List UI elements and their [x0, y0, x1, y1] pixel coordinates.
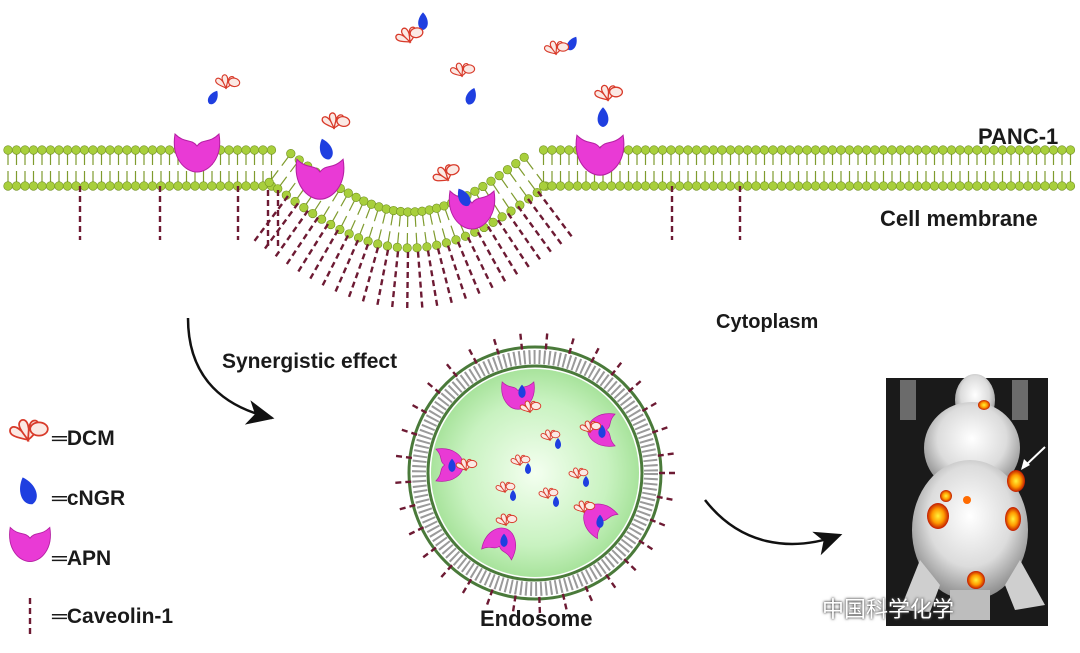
cell-line-label: PANC-1 [978, 124, 1059, 149]
endosome-caveolins [395, 333, 675, 613]
imaging-arrow [704, 499, 843, 556]
cytoplasm-label: Cytoplasm [716, 311, 819, 333]
legend-dcm-label: ═DCM [52, 427, 115, 450]
endosome-contents [435, 381, 619, 561]
cngr-icon [20, 477, 37, 505]
mouse-fluorescence-image [886, 374, 1048, 626]
membrane-receptor-complexes [173, 84, 625, 230]
dcm-icon [9, 419, 49, 443]
legend-caveolin-label: ═Caveolin-1 [52, 605, 174, 628]
legend-cngr-label: ═cNGR [52, 487, 126, 510]
synergistic-arrow [186, 317, 275, 425]
endosome-label: Endosome [480, 606, 593, 631]
legend-apn-label: ═APN [52, 547, 112, 570]
free-ligands [207, 12, 577, 105]
watermark: 中国科学化学 [822, 598, 955, 623]
caveolin-markers [78, 186, 742, 310]
cell-membrane-label: Cell membrane [880, 206, 1038, 231]
apn-icon [9, 526, 51, 563]
synergistic-effect-label: Synergistic effect [222, 350, 398, 373]
cell-membrane-bilayer [3, 145, 1076, 253]
